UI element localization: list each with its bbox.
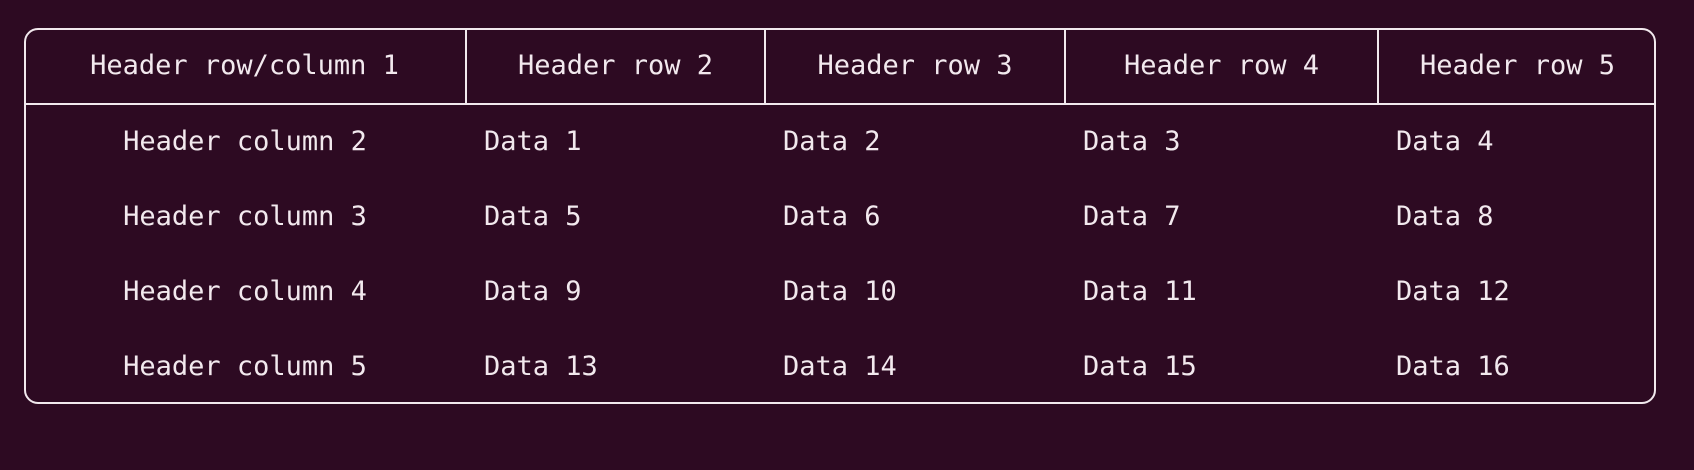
row-header-5: Header column 5 <box>123 350 367 382</box>
row-header-2: Header column 2 <box>123 126 367 158</box>
table-cell: Data 2 <box>783 126 881 158</box>
table-corner-header: Header row/column 1 <box>24 28 467 105</box>
table-cell: Data 15 <box>1083 350 1197 382</box>
table-cell: Data 12 <box>1396 275 1510 307</box>
row-header-4: Header column 4 <box>123 275 367 307</box>
table-cell: Data 14 <box>783 350 897 382</box>
row-header-3: Header column 3 <box>123 200 367 232</box>
table-cell: Data 7 <box>1083 200 1181 232</box>
table-cell: Data 5 <box>484 200 582 232</box>
table-row: Header column 5 Data 13 Data 14 Data 15 … <box>24 329 1656 404</box>
column-header-2: Header row 2 <box>466 28 766 105</box>
table-cell: Data 10 <box>783 275 897 307</box>
table-row: Header column 4 Data 9 Data 10 Data 11 D… <box>24 254 1656 329</box>
table-container: Header row/column 1 Header row 2 Header … <box>24 28 1656 404</box>
table-cell: Data 4 <box>1396 126 1494 158</box>
table-cell: Data 3 <box>1083 126 1181 158</box>
column-header-3: Header row 3 <box>765 28 1066 105</box>
table-row: Header column 3 Data 5 Data 6 Data 7 Dat… <box>24 179 1656 254</box>
column-header-5: Header row 5 <box>1378 28 1656 105</box>
data-table: Header row/column 1 Header row 2 Header … <box>24 28 1656 404</box>
table-cell: Data 16 <box>1396 350 1510 382</box>
table-cell: Data 1 <box>484 126 582 158</box>
table-header-row: Header row/column 1 Header row 2 Header … <box>24 28 1656 105</box>
table-cell: Data 9 <box>484 275 582 307</box>
table-cell: Data 8 <box>1396 200 1494 232</box>
table-cell: Data 6 <box>783 200 881 232</box>
table-cell: Data 11 <box>1083 275 1197 307</box>
table-row: Header column 2 Data 1 Data 2 Data 3 Dat… <box>24 104 1656 179</box>
table-cell: Data 13 <box>484 350 598 382</box>
column-header-4: Header row 4 <box>1065 28 1379 105</box>
